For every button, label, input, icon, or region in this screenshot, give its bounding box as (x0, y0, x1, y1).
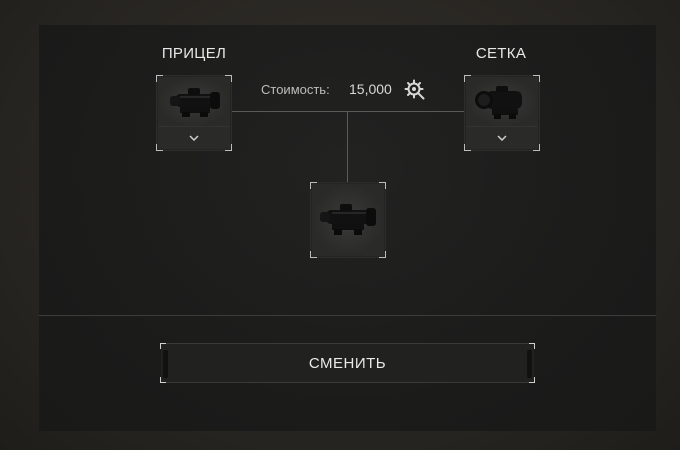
result-slot (310, 182, 386, 258)
scope-icon (170, 88, 220, 117)
reticle-dropdown[interactable] (466, 126, 538, 149)
button-left-cap (163, 350, 168, 378)
currency-gear-icon (404, 79, 425, 100)
result-scope-thumbnail (312, 184, 384, 256)
scope-icon (475, 86, 522, 119)
button-corner (529, 377, 535, 383)
slot-corner (225, 144, 232, 151)
slot-corner (310, 182, 317, 189)
reticle-scope-thumbnail (466, 77, 538, 127)
slot-corner (464, 75, 471, 82)
slot-corner (533, 144, 540, 151)
sight-scope-thumbnail (158, 77, 230, 127)
connector-line-right (347, 111, 464, 112)
connector-line-left (232, 111, 347, 112)
slot-corner (156, 144, 163, 151)
change-button[interactable]: СМЕНИТЬ (160, 343, 535, 383)
slot-corner (156, 75, 163, 82)
button-right-cap (527, 350, 532, 378)
cost-label: Стоимость: (261, 82, 330, 97)
sight-label: ПРИЦЕЛ (161, 45, 227, 62)
slot-corner (379, 182, 386, 189)
reticle-slot[interactable] (464, 75, 540, 151)
scope-icon (320, 204, 376, 235)
section-divider (39, 315, 656, 316)
slot-corner (310, 251, 317, 258)
cost-value: 15,000 (349, 81, 392, 97)
sight-slot[interactable] (156, 75, 232, 151)
reticle-label: СЕТКА (475, 45, 527, 62)
change-button-label: СМЕНИТЬ (308, 354, 387, 372)
button-corner (160, 343, 166, 349)
slot-corner (464, 144, 471, 151)
chevron-down-icon (497, 135, 507, 141)
connector-line-vertical (347, 111, 348, 182)
sight-dropdown[interactable] (158, 126, 230, 149)
button-corner (529, 343, 535, 349)
slot-corner (225, 75, 232, 82)
slot-corner (533, 75, 540, 82)
button-corner (160, 377, 166, 383)
slot-corner (379, 251, 386, 258)
chevron-down-icon (189, 135, 199, 141)
